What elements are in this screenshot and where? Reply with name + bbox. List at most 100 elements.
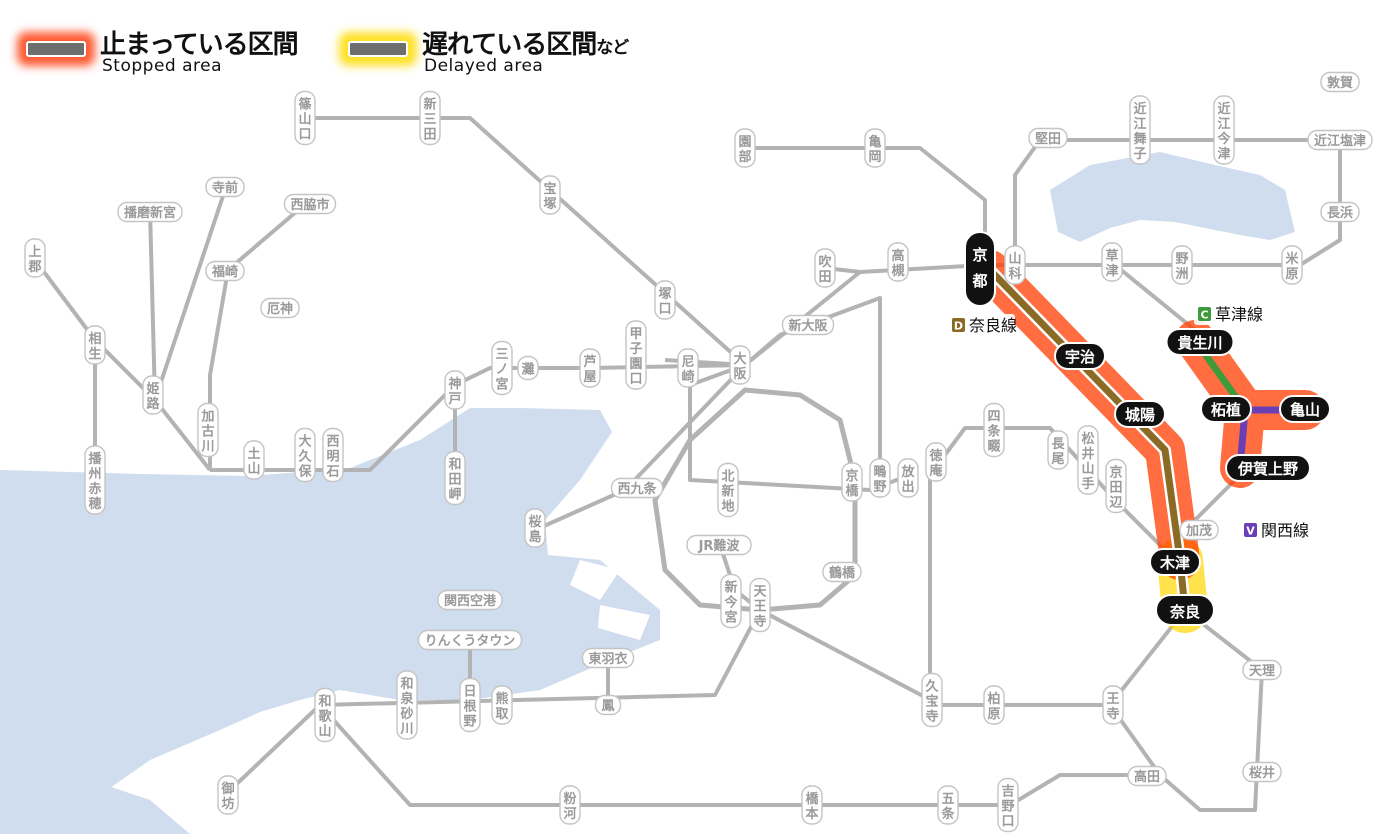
station-10[interactable]: 長浜 — [1320, 201, 1360, 223]
station-51[interactable]: 加茂 — [1179, 519, 1219, 541]
station-65[interactable]: 粉河 — [559, 785, 581, 825]
station-71[interactable]: 柏原 — [983, 685, 1005, 725]
station-57[interactable]: りんくうタウン — [417, 629, 523, 651]
affected-station-5[interactable]: 貴生川 — [1165, 328, 1235, 356]
station-35[interactable]: 播磨新宮 — [117, 201, 183, 223]
station-63[interactable]: 和歌山 — [314, 687, 336, 743]
station-68[interactable]: 吉野口 — [997, 777, 1019, 833]
station-73[interactable]: 天理 — [1242, 659, 1282, 681]
station-54[interactable]: 天王寺 — [749, 577, 771, 633]
station-4[interactable]: 亀岡 — [864, 128, 886, 168]
station-74[interactable]: 桜井 — [1242, 761, 1282, 783]
station-70[interactable]: 王寺 — [1102, 685, 1124, 725]
station-label-bg — [142, 375, 164, 415]
station-18[interactable]: 塚口 — [654, 280, 676, 320]
station-32[interactable]: 相生 — [84, 325, 106, 365]
station-66[interactable]: 橋本 — [801, 785, 823, 825]
station-16[interactable]: 吹田 — [814, 248, 836, 288]
station-name: 米原 — [1285, 251, 1299, 282]
station-name: 京橋 — [845, 468, 859, 499]
affected-station-6[interactable]: 柘植 — [1200, 395, 1252, 423]
affected-station-3[interactable]: 木津 — [1149, 548, 1201, 576]
track-6 — [1113, 263, 1197, 332]
station-34[interactable]: 播州赤穂 — [84, 445, 106, 515]
station-72[interactable]: 久宝寺 — [921, 672, 943, 728]
station-45[interactable]: 放出 — [897, 458, 919, 498]
station-50[interactable]: 京田辺 — [1105, 458, 1127, 514]
station-44[interactable]: 鴫野 — [869, 458, 891, 498]
station-27[interactable]: 西明石 — [322, 427, 344, 483]
track-22 — [318, 703, 1160, 807]
station-47[interactable]: 四条畷 — [983, 402, 1005, 458]
station-label-bg — [294, 90, 316, 146]
station-61[interactable]: 熊取 — [491, 685, 513, 725]
station-28[interactable]: 大久保 — [294, 427, 316, 483]
station-33[interactable]: 上郡 — [24, 238, 46, 278]
station-5[interactable]: 堅田 — [1028, 127, 1068, 149]
station-13[interactable]: 草津 — [1101, 242, 1123, 282]
affected-label-bg — [1225, 454, 1311, 482]
station-11[interactable]: 米原 — [1281, 245, 1303, 285]
station-26[interactable]: 和田岬 — [444, 450, 466, 506]
station-39[interactable]: 厄神 — [260, 297, 300, 319]
station-label-bg — [459, 677, 481, 733]
affected-station-1[interactable]: 宇治 — [1054, 342, 1106, 370]
station-56[interactable]: 関西空港 — [437, 589, 503, 611]
station-67[interactable]: 五条 — [937, 785, 959, 825]
station-48[interactable]: 長尾 — [1047, 430, 1069, 470]
station-21[interactable]: 甲子園口 — [625, 320, 647, 390]
station-37[interactable]: 福崎 — [205, 260, 245, 282]
station-59[interactable]: 鳳 — [594, 694, 622, 716]
station-46[interactable]: 徳庵 — [925, 442, 947, 482]
station-31[interactable]: 姫路 — [142, 375, 164, 415]
station-29[interactable]: 土山 — [243, 440, 265, 480]
station-36[interactable]: 寺前 — [205, 176, 245, 198]
station-name: 四条畷 — [987, 410, 1001, 455]
track-21 — [223, 609, 762, 797]
station-62[interactable]: 和泉砂川 — [396, 670, 418, 740]
station-15[interactable]: 高槻 — [887, 242, 909, 282]
station-49[interactable]: 松井山手 — [1077, 425, 1099, 495]
station-name: 高田 — [1134, 769, 1160, 785]
station-20[interactable]: 大阪 — [729, 345, 751, 385]
affected-station-2[interactable]: 城陽 — [1114, 400, 1166, 428]
station-8[interactable]: 敦賀 — [1320, 71, 1360, 93]
affected-station-8[interactable]: 伊賀上野 — [1225, 454, 1311, 482]
station-25[interactable]: 神戸 — [444, 370, 466, 410]
station-label-bg — [677, 348, 699, 388]
station-55[interactable]: 鶴橋 — [822, 561, 862, 583]
station-22[interactable]: 芦屋 — [579, 348, 601, 388]
station-43[interactable]: 京橋 — [841, 462, 863, 502]
station-label-bg — [524, 508, 546, 548]
station-52[interactable]: JR難波 — [686, 534, 752, 556]
station-53[interactable]: 新今宮 — [720, 573, 742, 629]
station-58[interactable]: 東羽衣 — [581, 647, 635, 669]
station-19[interactable]: 尼崎 — [677, 348, 699, 388]
station-24[interactable]: 三ノ宮 — [491, 340, 513, 396]
station-9[interactable]: 近江塩津 — [1307, 129, 1373, 151]
station-name: 厄神 — [267, 301, 293, 317]
station-6[interactable]: 近江舞子 — [1129, 95, 1151, 165]
station-name: 加茂 — [1185, 523, 1212, 539]
affected-station-4[interactable]: 奈良 — [1155, 594, 1215, 626]
station-40[interactable]: 西九条 — [610, 477, 664, 499]
station-1[interactable]: 新三田 — [419, 90, 441, 146]
station-69[interactable]: 高田 — [1127, 765, 1167, 787]
station-23[interactable]: 灘 — [517, 355, 539, 381]
station-41[interactable]: 桜島 — [524, 508, 546, 548]
station-38[interactable]: 西脇市 — [283, 193, 337, 215]
affected-station-0[interactable]: 京都 — [964, 231, 996, 307]
station-30[interactable]: 加古川 — [197, 402, 219, 458]
station-0[interactable]: 篠山口 — [294, 90, 316, 146]
station-3[interactable]: 園部 — [734, 128, 756, 168]
station-60[interactable]: 日根野 — [459, 677, 481, 733]
station-64[interactable]: 御坊 — [217, 775, 239, 815]
station-7[interactable]: 近江今津 — [1213, 95, 1235, 165]
station-12[interactable]: 野洲 — [1171, 245, 1193, 285]
station-2[interactable]: 宝塚 — [539, 175, 561, 215]
station-42[interactable]: 北新地 — [717, 462, 739, 518]
station-14[interactable]: 山科 — [1004, 245, 1026, 285]
affected-station-7[interactable]: 亀山 — [1279, 395, 1331, 423]
station-17[interactable]: 新大阪 — [781, 314, 835, 336]
